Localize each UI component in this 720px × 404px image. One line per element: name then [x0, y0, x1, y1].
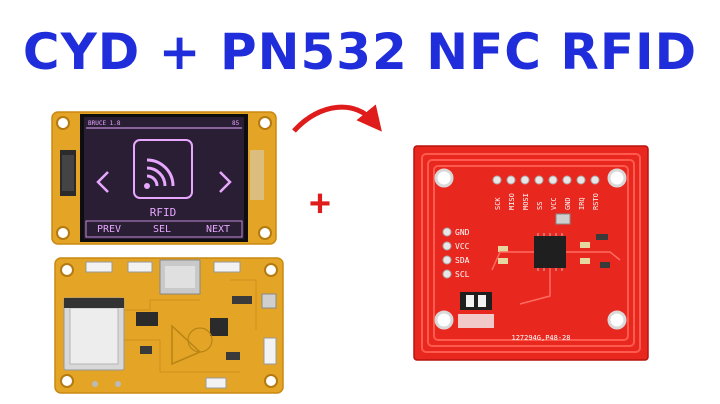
pin-label-mosi: MOSI — [522, 193, 530, 210]
screen-header-left: BRUCE 1.8 — [88, 120, 121, 127]
pin-label-rsto: RSTO — [592, 193, 600, 210]
pin-label-gnd: GND — [564, 197, 572, 210]
prev-button[interactable]: PREV — [97, 224, 121, 235]
pn532-board: SCK MISO MOSI SS VCC GND IRQ RSTO GND VC… — [413, 145, 649, 361]
pin-label-irq: IRQ — [578, 197, 586, 210]
sel-button[interactable]: SEL — [153, 224, 171, 235]
board-label: 127294G,P48-28 — [511, 334, 570, 342]
dip-switch[interactable] — [460, 292, 492, 310]
page-title: CYD + PN532 NFC RFID — [22, 23, 698, 81]
pin-label-side-vcc: VCC — [455, 242, 470, 251]
wifi-nfc-icon — [144, 158, 175, 189]
screen-header-right: 85 — [232, 120, 240, 127]
pin-label-vcc: VCC — [550, 197, 558, 210]
pin-label-side-sda: SDA — [455, 256, 470, 265]
pin-label-side-scl: SCL — [455, 270, 470, 279]
pin-label-miso: MISO — [508, 193, 516, 210]
menu-item-label: RFID — [150, 206, 177, 219]
pin-label-sck: SCK — [494, 197, 502, 210]
chevron-right-icon[interactable] — [219, 171, 232, 193]
pin-label-ss: SS — [536, 202, 544, 210]
curved-arrow-icon — [292, 104, 382, 133]
pn532-chip — [534, 236, 566, 268]
plus-sign: + — [309, 183, 331, 225]
chevron-left-icon[interactable] — [96, 171, 109, 193]
cyd-back-board — [54, 257, 284, 394]
next-button[interactable]: NEXT — [206, 224, 230, 235]
cyd-front-board: BRUCE 1.8 85 RFID PREV SEL NEXT — [51, 111, 277, 245]
pin-label-side-gnd: GND — [455, 228, 470, 237]
